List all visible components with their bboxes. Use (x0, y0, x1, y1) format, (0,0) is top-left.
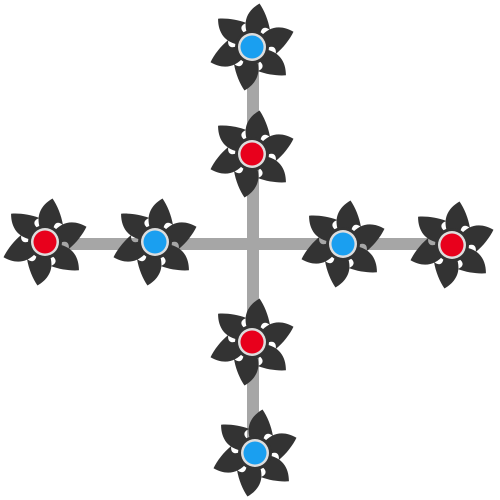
propeller-blade (259, 134, 294, 162)
propeller-blade (210, 334, 245, 362)
propeller-blade (213, 445, 248, 473)
rotor-bottom-inner (210, 298, 294, 386)
propeller-blade (410, 237, 445, 265)
rotor-direction-dot-cw (240, 330, 264, 354)
rotor-top-inner (210, 110, 294, 198)
rotor-direction-dot-cw (33, 230, 57, 254)
propeller-blade (350, 224, 385, 252)
rotor-direction-dot-cw (440, 233, 464, 257)
propeller-blade (459, 225, 494, 253)
rotor-top-outer (210, 3, 294, 91)
rotor-direction-dot-ccw (143, 230, 167, 254)
propeller-blade (259, 322, 294, 350)
rotor-direction-dot-ccw (243, 441, 267, 465)
propeller-blade (162, 222, 197, 250)
propeller-blade (262, 433, 297, 461)
propeller-blade (210, 39, 245, 67)
rotor-left-inner (113, 198, 197, 286)
propeller-blade (3, 234, 38, 262)
propeller-blade (210, 146, 245, 174)
rotor-right-inner (301, 200, 385, 288)
propeller-blade (259, 27, 294, 55)
rotor-right-outer (410, 201, 494, 289)
rotor-bottom-outer (213, 409, 297, 497)
rotor-direction-dot-cw (240, 142, 264, 166)
rotor-direction-dot-ccw (331, 232, 355, 256)
rotor-left-outer (3, 198, 87, 286)
rotor-direction-dot-ccw (240, 35, 264, 59)
horizontal-arm (45, 238, 452, 250)
cross-frame (45, 47, 452, 453)
propeller-blade (52, 222, 87, 250)
propeller-blade (113, 234, 148, 262)
propeller-blade (301, 236, 336, 264)
